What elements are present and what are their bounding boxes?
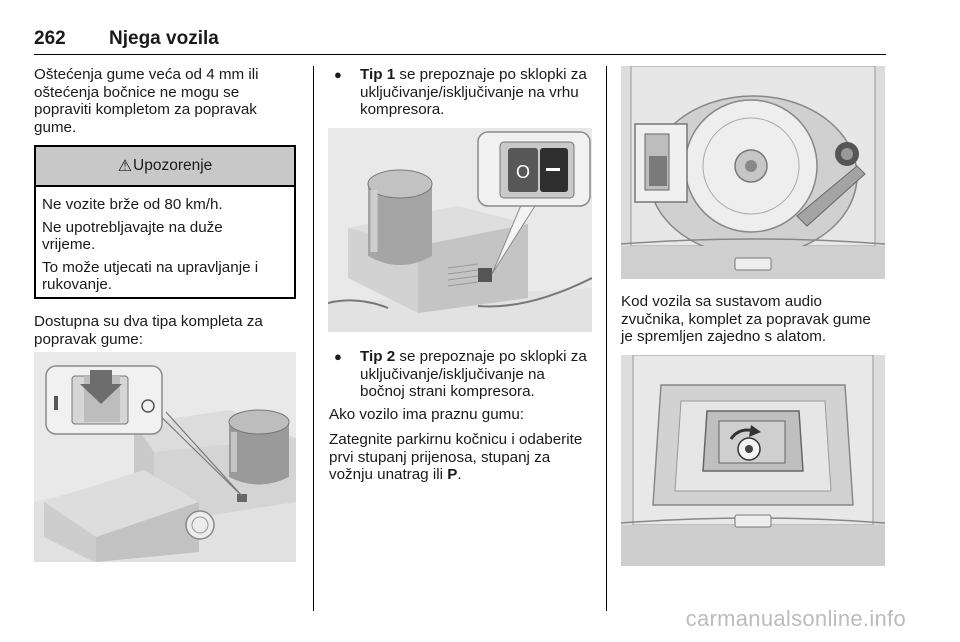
page-header: 262 Njega vozila <box>34 14 886 55</box>
warning-text: Ne vozite brže od 80 km/h. <box>42 196 223 213</box>
bullet-item: ● Tip 1 se prepoznaje po sklopki za uklj… <box>329 66 599 119</box>
bullet-item: ● Tip 2 se prepoznaje po sklopki za uklj… <box>329 348 599 401</box>
kits-paragraph: Dostupna su dva tipa kompleta za poprava… <box>34 313 304 348</box>
compressor-side-switch-illustration <box>34 352 296 562</box>
text-line: prvi stupanj prijenosa, stupanj za <box>329 448 551 466</box>
bullet-icon: ● <box>334 349 342 364</box>
warning-body: Ne vozite brže od 80 km/h. Ne upotreblja… <box>36 187 294 294</box>
text-line: Tip 2 se prepoznaje po sklopki za <box>360 348 587 365</box>
text-line: kompresora. <box>360 101 445 119</box>
column-divider <box>606 66 607 611</box>
page-number: 262 <box>34 28 66 49</box>
intro-paragraph: Oštećenja gume veća od 4 mm ili oštećenj… <box>34 66 304 136</box>
text-line: popraviti kompletom za popravak <box>34 101 257 119</box>
text-line: oštećenja bočnice ne mogu se <box>34 83 240 101</box>
trunk-toolkit-illustration <box>621 355 885 566</box>
warning-header: ⚠ Upozorenje <box>36 147 294 187</box>
compressor-top-switch-illustration: O <box>328 128 592 332</box>
text-line: gume. <box>34 118 77 136</box>
trunk-storage-illustration <box>621 66 885 279</box>
text-line: Dostupna su dva tipa kompleta za <box>34 313 263 330</box>
text-line: zvučnika, komplet za popravak gume <box>621 310 871 328</box>
text-line: popravak gume: <box>34 330 143 348</box>
text-line: vožnju unatrag ili P. <box>329 466 462 484</box>
warning-title: Upozorenje <box>133 157 213 174</box>
text-line: je spremljen zajedno s alatom. <box>621 328 827 346</box>
text-line: Ako vozilo ima praznu gumu: <box>329 406 524 423</box>
parking-paragraph: Zategnite parkirnu kočnicu i odaberite p… <box>329 431 601 484</box>
watermark: carmanualsonline.info <box>685 606 906 631</box>
page-title: Njega vozila <box>109 28 219 49</box>
text-line: Tip 1 se prepoznaje po sklopki za <box>360 66 587 83</box>
warning-box: ⚠ Upozorenje Ne vozite brže od 80 km/h. … <box>34 145 296 299</box>
flat-tyre-paragraph: Ako vozilo ima praznu gumu: <box>329 406 601 424</box>
text-line: uključivanje/isključivanje na <box>360 365 545 383</box>
bullet-icon: ● <box>334 67 342 82</box>
text-line: Oštećenja gume veća od 4 mm ili <box>34 66 259 83</box>
text-line: uključivanje/isključivanje na vrhu <box>360 83 579 101</box>
audio-paragraph: Kod vozila sa sustavom audio zvučnika, k… <box>621 293 891 346</box>
text-line: Zategnite parkirnu kočnicu i odaberite <box>329 431 583 448</box>
tip1-bullet: ● Tip 1 se prepoznaje po sklopki za uklj… <box>329 66 599 119</box>
text-line: bočnoj strani kompresora. <box>360 383 535 401</box>
column-divider <box>313 66 314 611</box>
warning-triangle-icon: ⚠ <box>117 158 133 175</box>
svg-text:O: O <box>516 162 530 182</box>
tip2-bullet: ● Tip 2 se prepoznaje po sklopki za uklj… <box>329 348 599 401</box>
text-line: Kod vozila sa sustavom audio <box>621 293 822 310</box>
